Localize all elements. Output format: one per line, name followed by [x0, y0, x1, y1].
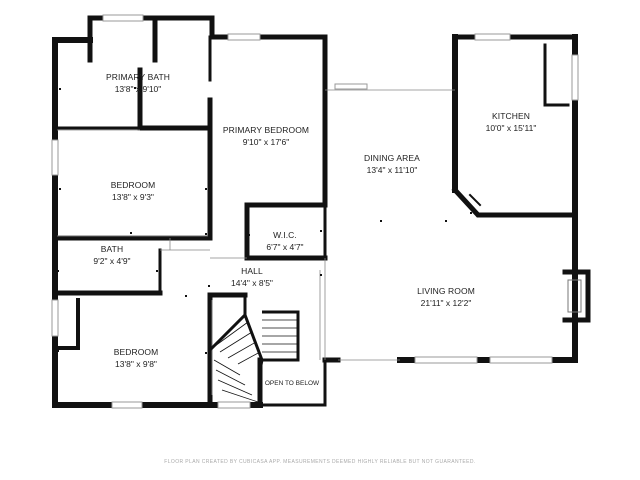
bedroom-2-name: BEDROOM [114, 347, 159, 357]
bath-name: BATH [101, 244, 123, 254]
bedroom-1-dims: 13'8" x 9'3" [112, 192, 154, 202]
bath-dims: 9'2" x 4'9" [93, 256, 130, 266]
primary-bath-dims: 13'8" x 9'10" [115, 84, 162, 94]
bedroom-2-dims: 13'8" x 9'8" [115, 359, 157, 369]
primary-bedroom-name: PRIMARY BEDROOM [223, 125, 309, 135]
open-to-below-label: OPEN TO BELOW [265, 380, 320, 387]
windows [51, 14, 579, 409]
footer-disclaimer: FLOOR PLAN CREATED BY CUBICASA APP. MEAS… [164, 459, 476, 465]
primary-bath-name: PRIMARY BATH [106, 72, 170, 82]
living-room-name: LIVING ROOM [417, 286, 475, 296]
room-labels: PRIMARY BATH 13'8" x 9'10" PRIMARY BEDRO… [93, 72, 536, 387]
door-marks [57, 87, 472, 362]
hall-dims: 14'4" x 8'5" [231, 278, 273, 288]
wic-dims: 6'7" x 4'7" [266, 242, 303, 252]
dining-area-dims: 13'4" x 11'10" [367, 165, 418, 175]
stairs [208, 295, 300, 403]
hall-name: HALL [241, 266, 263, 276]
kitchen-dims: 10'0" x 15'11" [486, 123, 537, 133]
kitchen-name: KITCHEN [492, 111, 530, 121]
wic-name: W.I.C. [273, 230, 297, 240]
dining-area-name: DINING AREA [364, 153, 420, 163]
fireplace [567, 279, 582, 313]
living-room-dims: 21'11" x 12'2" [421, 298, 472, 308]
primary-bedroom-dims: 9'10" x 17'6" [243, 137, 290, 147]
bedroom-1-name: BEDROOM [111, 180, 156, 190]
